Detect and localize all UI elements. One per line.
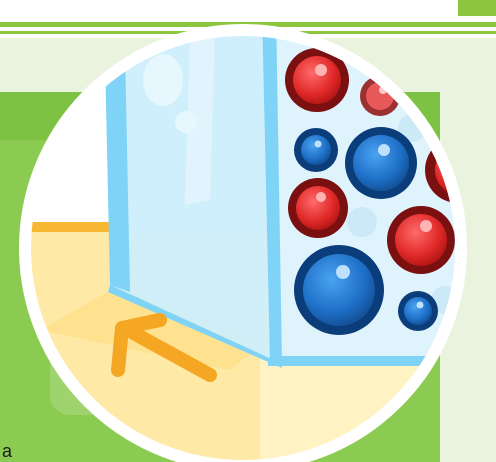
bubble-small: [175, 111, 197, 133]
faint-particle: [347, 207, 377, 237]
corner-tab: [458, 0, 496, 16]
bubble-large: [143, 54, 183, 106]
cut-off-text: a: [2, 442, 12, 460]
